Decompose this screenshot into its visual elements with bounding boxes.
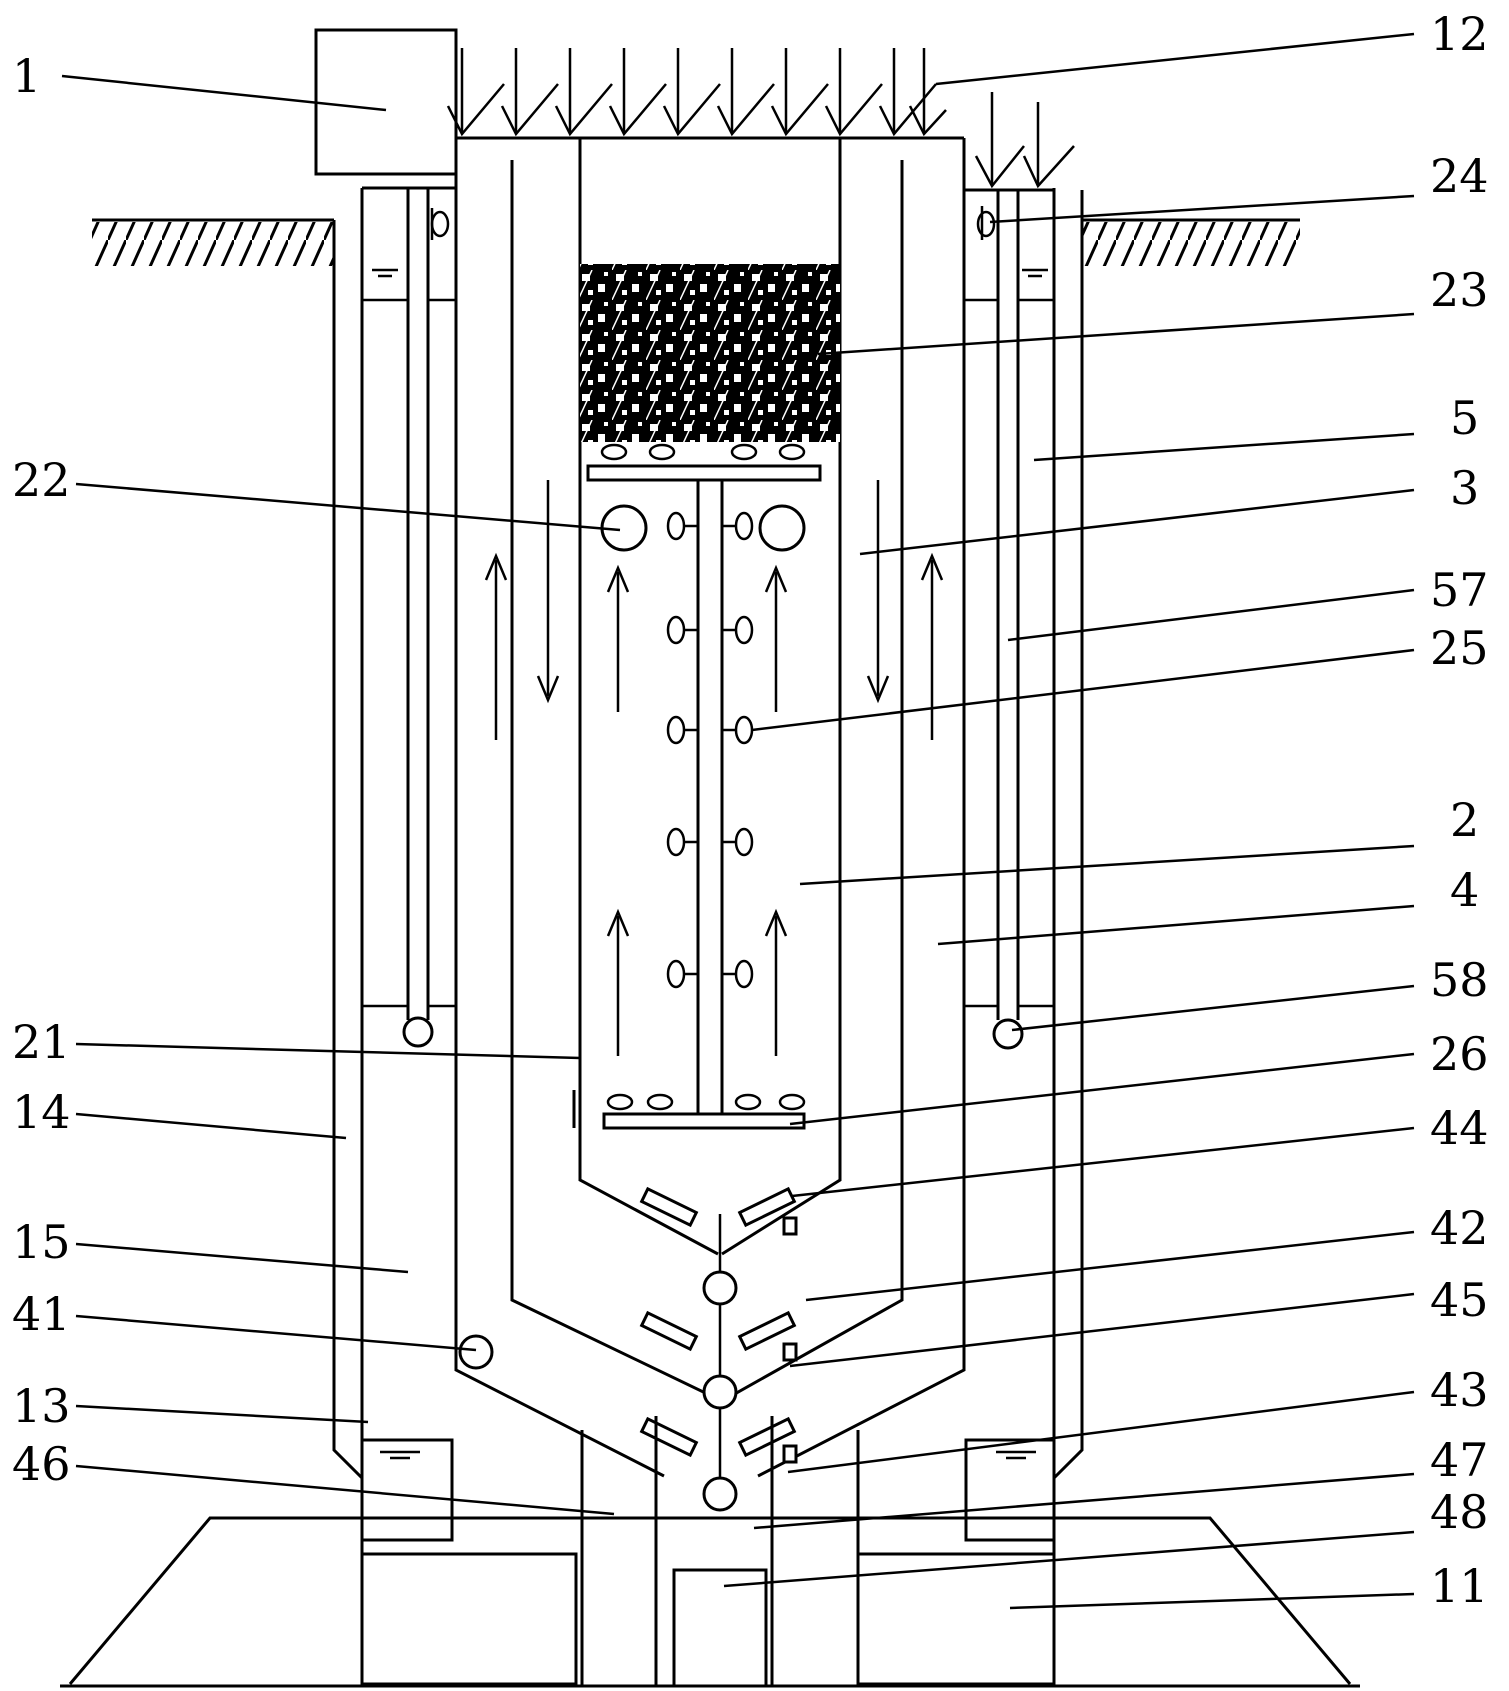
bottom-outlet-pipes xyxy=(580,1416,860,1688)
label-12: 12 xyxy=(1430,7,1489,61)
label-3: 3 xyxy=(1450,461,1479,515)
label-43: 43 xyxy=(1430,1363,1489,1417)
label-4: 4 xyxy=(1450,863,1479,917)
inflow-arrows xyxy=(446,48,1075,189)
label-22: 22 xyxy=(12,453,71,507)
label-14: 14 xyxy=(12,1085,71,1139)
leader-lines xyxy=(61,32,1415,1610)
label-24: 24 xyxy=(1430,149,1489,203)
label-57: 57 xyxy=(1430,563,1489,617)
outer-well-wall xyxy=(332,188,1084,1684)
label-44: 44 xyxy=(1430,1101,1489,1155)
label-11: 11 xyxy=(1430,1559,1489,1613)
diffuser-nozzles xyxy=(666,511,754,989)
aeration-assembly xyxy=(572,443,822,1130)
label-25: 25 xyxy=(1430,621,1489,675)
label-42: 42 xyxy=(1430,1201,1489,1255)
label-23: 23 xyxy=(1430,263,1489,317)
sludge-valves xyxy=(458,1186,798,1512)
label-21: 21 xyxy=(12,1015,71,1069)
label-15: 15 xyxy=(12,1215,71,1269)
ground-surface xyxy=(92,218,1300,266)
top-stone-block xyxy=(314,28,458,176)
part-labels: 1 12 24 23 5 22 3 57 25 2 4 58 21 26 14 … xyxy=(12,7,1489,1613)
label-58: 58 xyxy=(1430,953,1489,1007)
label-41: 41 xyxy=(12,1287,71,1341)
label-47: 47 xyxy=(1430,1433,1489,1487)
right-filter-columns xyxy=(962,188,1056,1050)
flow-arrows xyxy=(484,480,944,1056)
label-45: 45 xyxy=(1430,1273,1489,1327)
label-2: 2 xyxy=(1450,793,1479,847)
label-1: 1 xyxy=(12,49,41,103)
label-46: 46 xyxy=(12,1437,71,1491)
reactor-body xyxy=(454,136,966,1478)
label-26: 26 xyxy=(1430,1027,1489,1081)
label-5: 5 xyxy=(1450,391,1479,445)
label-48: 48 xyxy=(1430,1485,1489,1539)
left-filter-columns xyxy=(360,186,458,1048)
label-13: 13 xyxy=(12,1379,71,1433)
filter-media-bed xyxy=(580,264,840,442)
